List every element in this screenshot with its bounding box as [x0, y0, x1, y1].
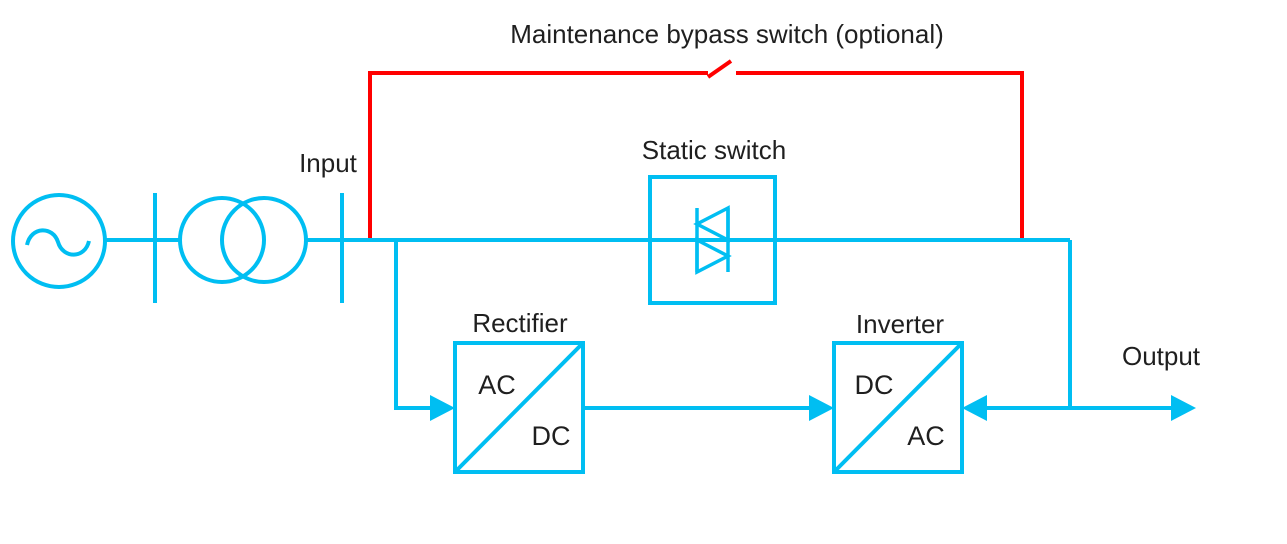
- inverter-output-arrow-icon: [962, 395, 987, 421]
- input-label: Input: [299, 148, 358, 178]
- ac-source-circle: [11, 193, 107, 289]
- static-switch-label: Static switch: [642, 135, 787, 165]
- transformer-secondary-circle: [220, 196, 308, 284]
- inverter-label: Inverter: [856, 309, 944, 339]
- rectifier-input-arrow-icon: [430, 395, 455, 421]
- inverter-diagonal: [834, 343, 962, 472]
- transformer-primary-circle: [178, 196, 266, 284]
- output-label: Output: [1122, 341, 1201, 371]
- output-branch: [962, 240, 1196, 421]
- triac-icon: [693, 205, 732, 275]
- rectifier-ac-label: AC: [478, 370, 516, 400]
- bypass-line-right: [736, 71, 1024, 240]
- rectifier-dc-label: DC: [532, 421, 571, 451]
- inverter-input-arrow-icon: [809, 395, 834, 421]
- line-to-rectifier: [394, 240, 430, 410]
- sine-wave-icon: [25, 228, 91, 257]
- rectifier-label: Rectifier: [472, 308, 568, 338]
- triac-lower-triangle: [695, 237, 732, 275]
- static-switch: [648, 175, 777, 305]
- ac-source-icon: [11, 193, 107, 289]
- bypass-circuit: [368, 59, 1024, 240]
- inverter-dc-label: DC: [855, 370, 894, 400]
- bypass-switch-blade-icon: [706, 59, 733, 79]
- static-switch-box: [648, 175, 777, 305]
- main-power-line: [105, 193, 1070, 303]
- inverter-branch: [583, 341, 964, 474]
- inverter-box: [832, 341, 964, 474]
- rectifier-diagonal: [455, 343, 583, 472]
- triac-upper-triangle: [693, 205, 730, 243]
- bypass-line-left: [368, 71, 708, 240]
- inverter-ac-label: AC: [907, 421, 945, 451]
- output-arrow-icon: [1171, 395, 1196, 421]
- transformer-icon: [178, 196, 308, 284]
- bypass-label: Maintenance bypass switch (optional): [510, 19, 944, 49]
